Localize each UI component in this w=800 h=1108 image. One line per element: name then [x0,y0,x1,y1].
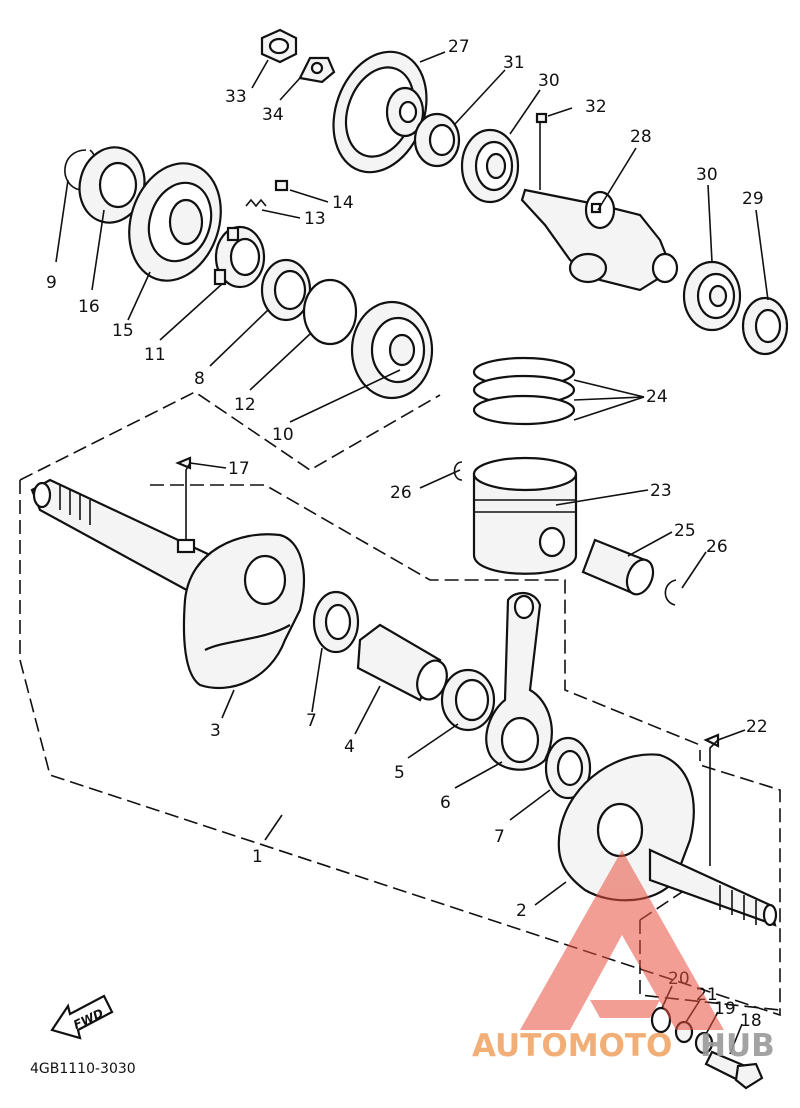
drawing-code: 4GB1110-3030 [30,1061,136,1077]
callout: 11 [144,345,166,365]
callout: 15 [112,321,134,341]
part-key-22 [703,733,720,748]
part-circlip-26-lower [664,579,677,606]
part-piston-pin-25 [581,538,655,596]
watermark-triangle-icon [520,850,724,1030]
callout-labels: 33 34 27 31 30 32 28 9 16 15 14 13 11 8 … [46,37,768,1031]
callout: 2 [516,901,527,921]
part-nut-33 [260,28,298,64]
part-washer-7-right [544,736,592,800]
part-bearing-30-right [682,260,742,332]
callout: 6 [440,793,451,813]
callout: 7 [494,827,505,847]
part-balancer-shaft-28 [520,188,679,292]
part-washer-7-left [312,590,360,654]
part-key-32 [535,112,548,124]
part-collar-31 [413,112,461,168]
part-gear-27 [332,50,428,174]
part-connecting-rod-6 [485,592,553,771]
leader-lines [55,51,769,1055]
part-spacer-8 [260,258,312,322]
callout: 5 [394,763,405,783]
callout: 34 [262,105,284,125]
callout: 16 [78,297,100,317]
part-bearing-10 [350,300,434,400]
part-primary-gear-15 [128,162,222,282]
callout: 32 [585,97,607,117]
callout: 29 [742,189,764,209]
callout: 31 [503,53,525,73]
callout: 26 [390,483,412,503]
callout: 26 [706,537,728,557]
fwd-arrow: FWD [50,994,114,1040]
part-piston-23 [472,456,578,575]
part-crank-shaft-right [648,848,778,927]
callout: 9 [46,273,57,293]
part-rings-24 [472,356,576,426]
callout: 19 [714,999,736,1019]
part-plate-16 [78,146,146,224]
callout: 1 [252,847,263,867]
part-circlip-26-upper [453,461,463,481]
callout: 17 [228,459,250,479]
callout: 3 [210,721,221,741]
callout: 14 [332,193,354,213]
callout: 8 [194,369,205,389]
part-crank-pin-4 [356,623,448,702]
callout: 23 [650,481,672,501]
watermark-logo: AUTOMOTO HUB [472,850,775,1064]
part-needle-bearing-5 [440,668,496,732]
part-bolt-18 [704,1050,764,1090]
watermark-text-main: AUTOMOTO [472,1028,672,1064]
callout: 12 [234,395,256,415]
part-crank-web-3 [182,533,305,690]
part-washer-19 [694,1031,714,1055]
part-washer-34 [298,56,336,84]
watermark-text-hub: HUB [700,1028,775,1064]
part-spring-13 [245,198,267,208]
callout: 30 [538,71,560,91]
callout: 27 [448,37,470,57]
callout: 10 [272,425,294,445]
callout: 22 [746,717,768,737]
callout: 25 [674,521,696,541]
callout: 28 [630,127,652,147]
callout: 33 [225,87,247,107]
callout: 13 [304,209,326,229]
callout: 30 [696,165,718,185]
callout: 18 [740,1011,762,1031]
part-pin-14 [274,179,289,192]
part-oring-20 [650,1006,672,1034]
part-oil-seal-29 [741,296,789,356]
part-bearing-30-upper [460,128,520,204]
callout: 4 [344,737,355,757]
part-shim-12 [302,278,358,346]
part-hub-11 [213,225,266,289]
callout: 7 [306,711,317,731]
callout: 24 [646,387,668,407]
